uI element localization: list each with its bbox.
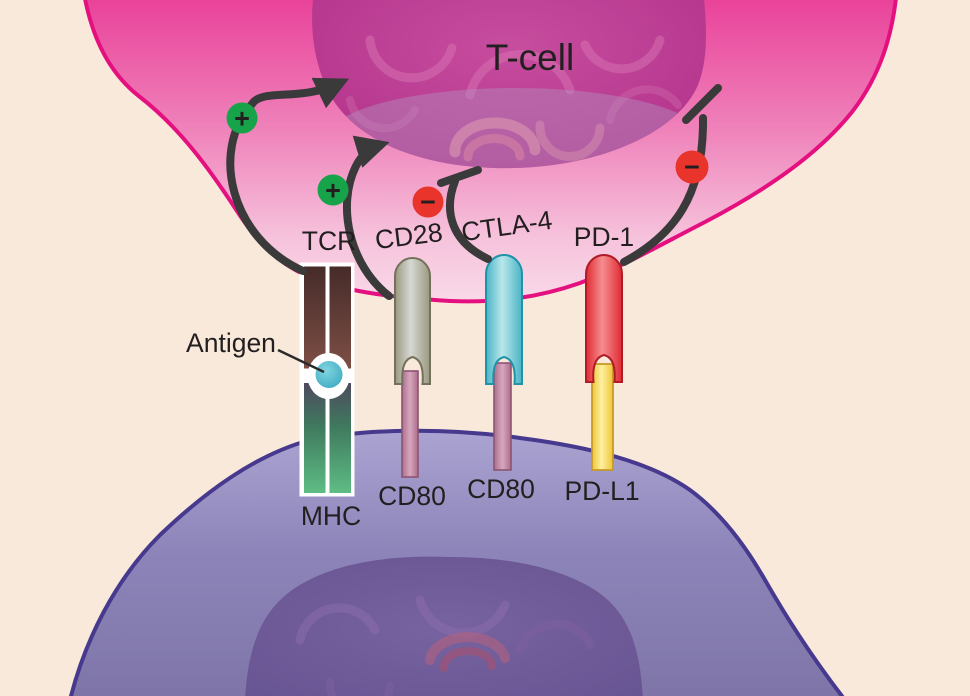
nucleus-pattern-arc [449, 117, 541, 158]
pd1-receptor [585, 254, 623, 383]
antigen-peptide [315, 361, 343, 388]
nucleus-pattern-arc [439, 646, 496, 672]
nucleus-pattern-arc [465, 50, 575, 100]
signal-badges: + + − − [226, 102, 709, 218]
antigen-label: Antigen [186, 328, 276, 358]
pd1-label: PD-1 [574, 222, 634, 252]
cd80-ligand-left [401, 370, 419, 478]
tcr-mhc-complex [277, 262, 355, 497]
pdl1-label: PD-L1 [564, 476, 639, 506]
inhibitory-arrow-ctla4 [445, 177, 492, 263]
cd80-ligand-right [493, 362, 512, 471]
t-cell-nucleus [312, 0, 706, 169]
plus-badge [226, 102, 258, 134]
plus-sign: + [234, 104, 250, 134]
cd28-receptor [394, 257, 431, 385]
cd80-left-label: CD80 [378, 481, 446, 511]
nucleus-pattern-arc [535, 120, 605, 162]
inhibitory-bar-pd1 [682, 84, 722, 124]
nucleus-pattern-arc [365, 35, 457, 83]
nucleus-pattern-arc [580, 35, 665, 74]
t-cell-label: T-cell [486, 37, 574, 78]
inhibitory-bar-ctla4 [437, 166, 482, 187]
mhc-label: MHC [301, 501, 361, 531]
nucleus-pattern-arc [295, 603, 380, 645]
tcr-label: TCR [302, 226, 356, 256]
minus-badge [412, 186, 444, 218]
cd80-right-label: CD80 [467, 474, 535, 504]
plus-sign: + [325, 176, 341, 206]
nucleus-pattern-arc [515, 619, 595, 655]
minus-sign: − [420, 187, 436, 217]
t-cell [83, 0, 898, 304]
antigen-pointer-line [277, 348, 325, 374]
apc-nucleus-pattern [295, 595, 595, 696]
nucleus-pattern-arc [463, 134, 525, 162]
tcr-chain-left [304, 266, 326, 369]
ctla4-receptor [485, 254, 523, 385]
stimulatory-arrow-cd28 [342, 135, 393, 300]
pdl1-ligand [591, 363, 614, 471]
nucleus-pattern-arc [606, 85, 682, 124]
inhibitory-arrow-pd1 [620, 114, 708, 266]
nucleus-pattern-arc [425, 632, 510, 665]
nucleus-pattern-arc [346, 96, 419, 133]
plus-badge [317, 174, 349, 206]
mhc-chain-right [329, 383, 351, 493]
minus-sign: − [684, 152, 700, 182]
tcr-chain-right [329, 266, 351, 369]
mhc-chain-left [304, 383, 326, 493]
nucleus-pattern-arc [325, 678, 394, 696]
minus-badge [675, 150, 709, 184]
